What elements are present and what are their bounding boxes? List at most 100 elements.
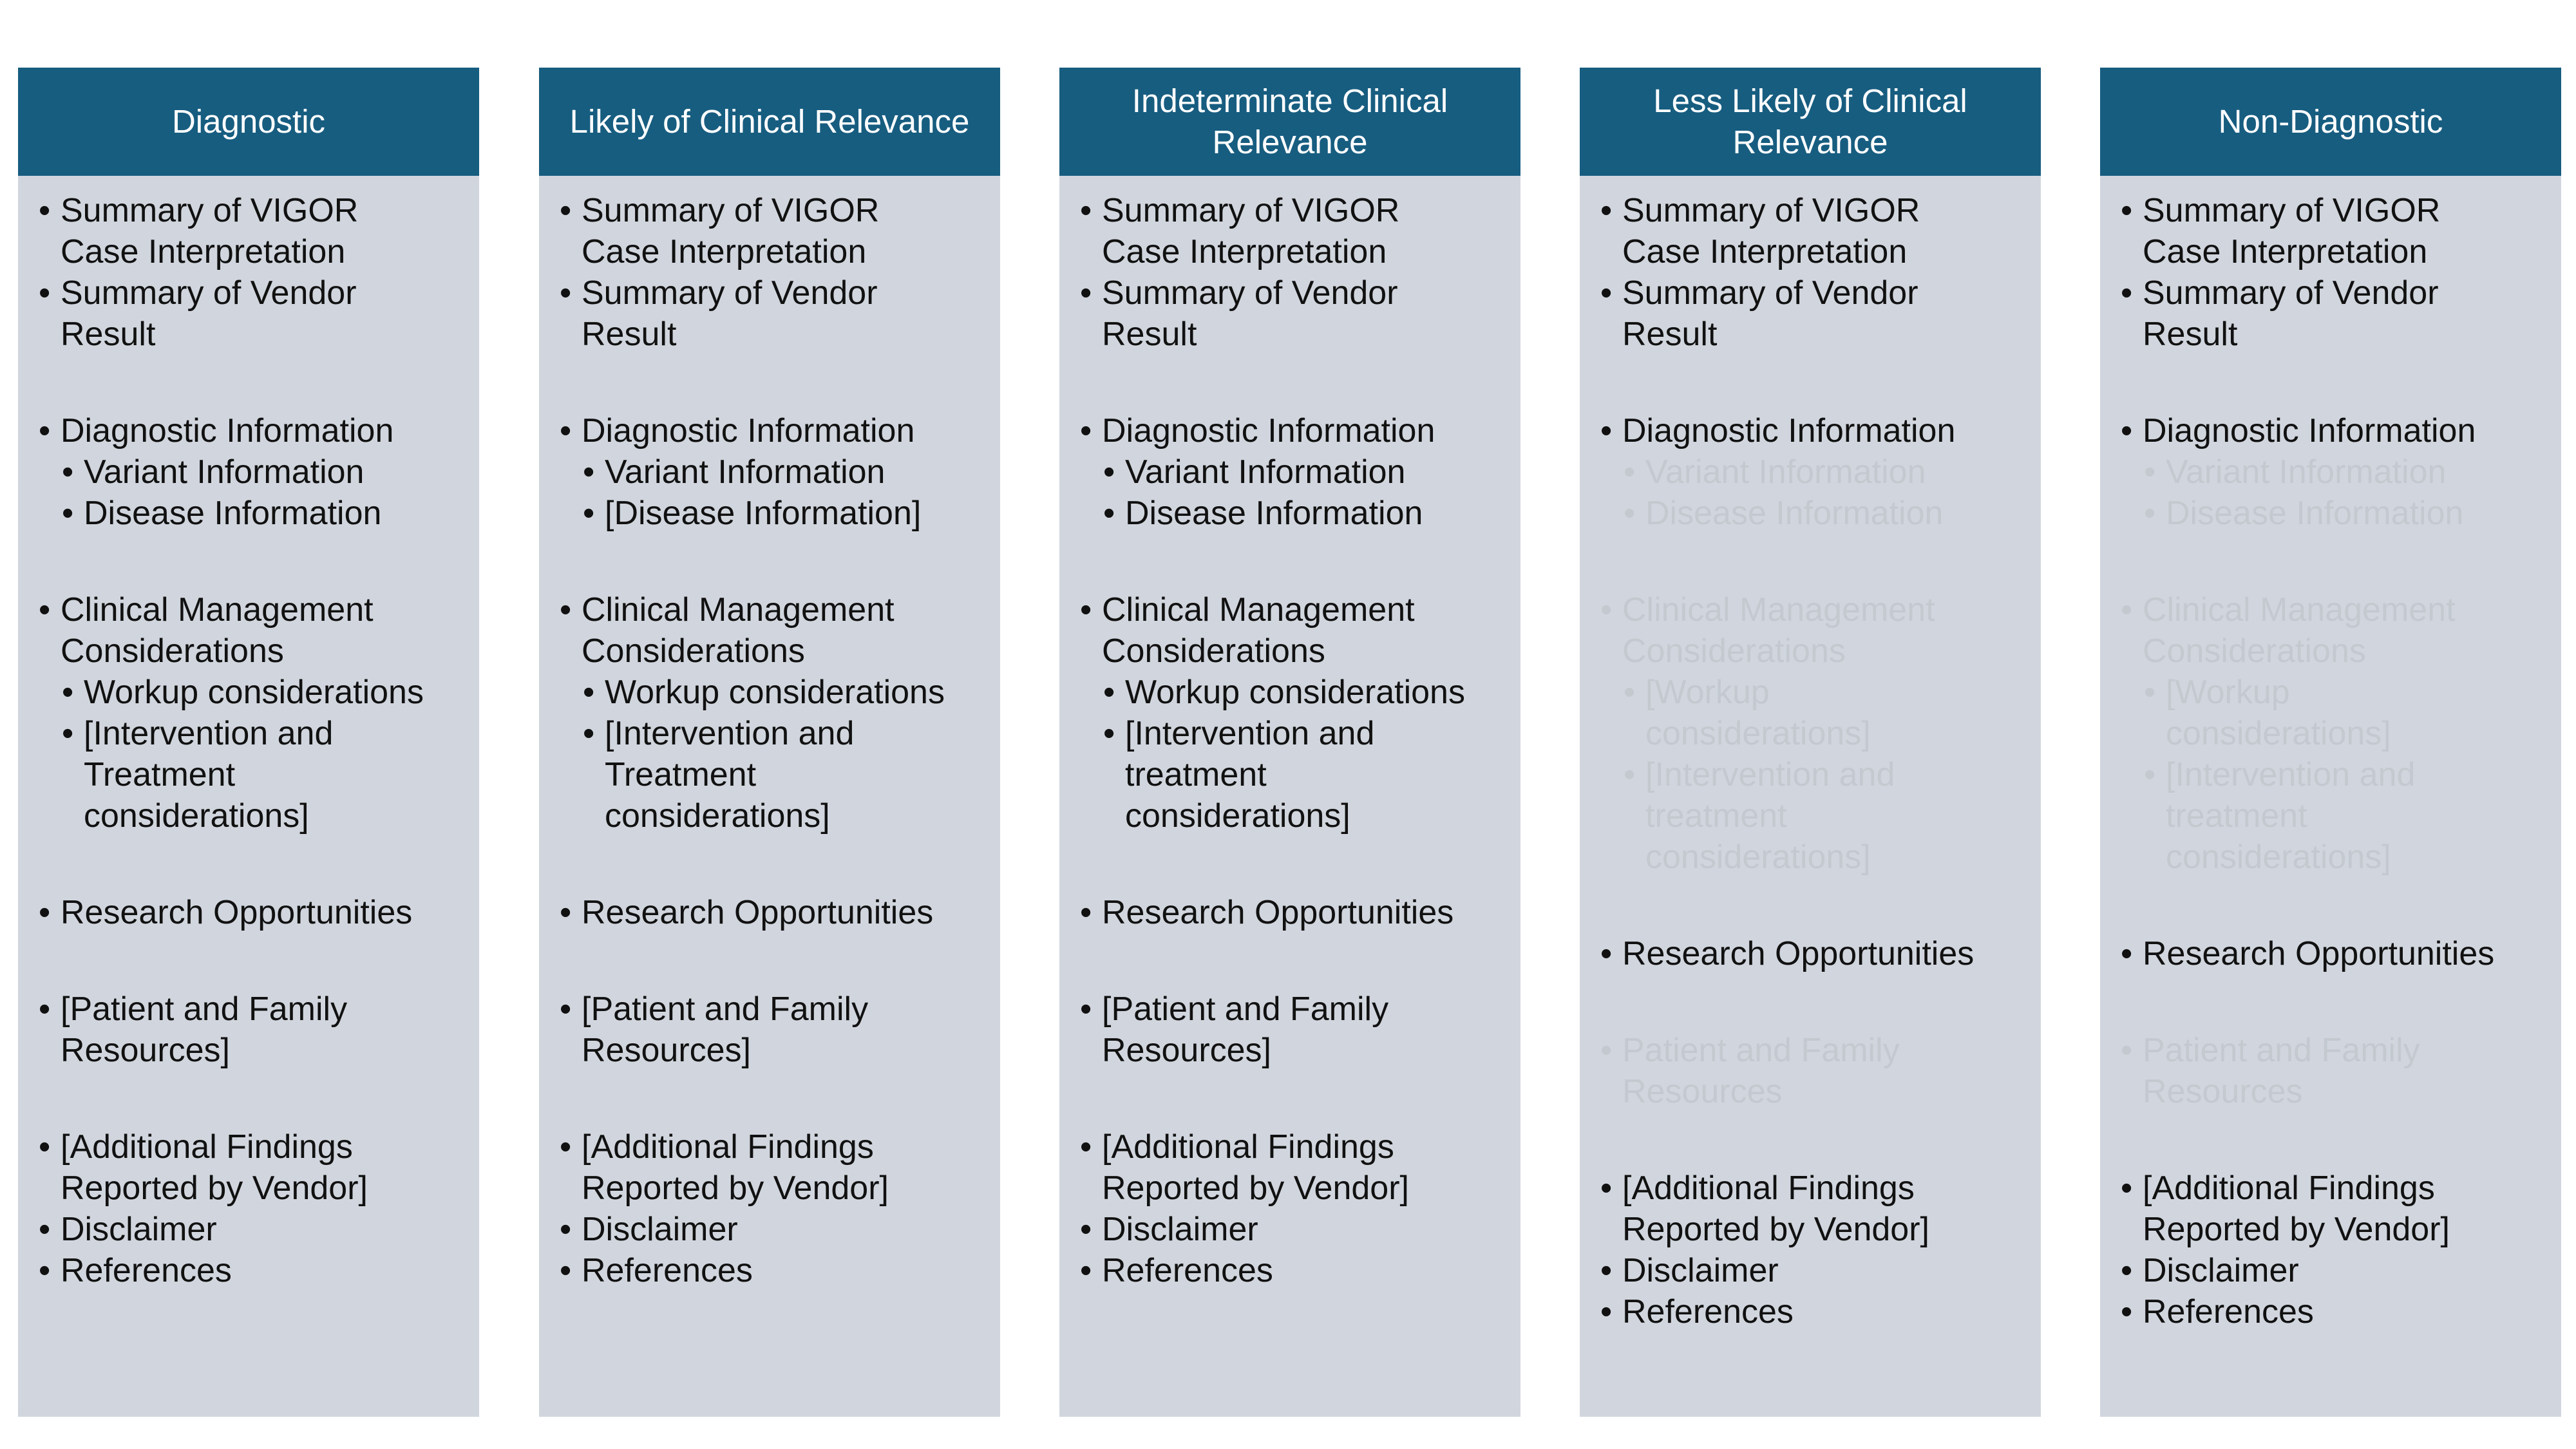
list-item-text: [Additional Findings Reported by Vendor] [1102,1128,1409,1207]
sub-list-item: •[Disease Information] [539,493,951,534]
list-item: •Disclaimer [18,1209,430,1250]
list-item-text: Diagnostic Information [582,412,915,450]
list-item-text: Variant Information [1125,453,1406,491]
sub-list-item: •Variant Information [18,451,430,493]
column-header: Likely of Clinical Relevance [539,68,1000,176]
sub-list-item: •[Intervention and treatment considerati… [1580,754,1992,878]
list-item-text: Clinical Management Considerations [582,591,895,670]
bullet-icon: • [560,192,572,229]
bullet-icon: • [560,1211,572,1248]
list-item: • Patient and Family Resources [2100,1030,2512,1112]
bullet-icon: • [2121,935,2133,972]
bullet-icon: • [1103,715,1115,752]
list-item-text: Summary of Vendor Result [582,274,878,353]
list-item: •Summary of VIGOR Case Interpretation [18,190,430,272]
list-item-text: Variant Information [84,453,365,491]
column-item-list: •Summary of VIGOR Case Interpretation•Su… [1059,190,1520,1291]
bullet-icon: • [2121,192,2133,229]
list-item: •Disclaimer [2100,1250,2512,1291]
bullet-icon: • [1103,674,1115,711]
list-item-text: Research Opportunities [2143,935,2495,972]
bullet-icon: • [39,192,51,229]
list-item: • Diagnostic Information [2100,410,2512,451]
list-item-text: Research Opportunities [61,894,413,931]
list-item: •Summary of Vendor Result [1580,272,1992,355]
list-item: •References [2100,1291,2512,1332]
bullet-icon: • [1600,412,1613,450]
sub-list-item: •Disease Information [1059,493,1472,534]
list-item: •References [18,1250,430,1291]
list-item-text: Workup considerations [605,674,945,711]
bullet-icon: • [2121,1032,2133,1069]
list-item: •Summary of Vendor Result [18,272,430,355]
bullet-icon: • [560,1128,572,1166]
sub-list-item: •[Workup considerations] [1580,672,1992,754]
list-item-text: Clinical Management Considerations [2143,591,2456,670]
list-item-text: Patient and Family Resources [2143,1032,2420,1110]
bullet-icon: • [560,1252,572,1289]
bullet-icon: • [1624,756,1636,793]
bullet-icon: • [2121,1252,2133,1289]
list-item: •Clinical Management Considerations [18,589,430,672]
bullet-icon: • [560,990,572,1028]
bullet-icon: • [1103,453,1115,491]
list-item-text: [Workup considerations] [1645,674,1871,752]
bullet-icon: • [583,495,595,532]
bullet-icon: • [560,591,572,629]
list-item-text: [Additional Findings Reported by Vendor] [2143,1170,2450,1248]
sub-list-item: •Disease Information [1580,493,1992,534]
list-item: •Diagnostic Information [539,410,951,451]
bullet-icon: • [2121,591,2133,629]
sub-list-item: • [Intervention and Treatment considerati… [539,713,951,837]
bullet-icon: • [1103,495,1115,532]
list-item-text: Patient and Family Resources [1622,1032,1900,1110]
list-item: •Research Opportunities [1580,933,1992,974]
bullet-icon: • [39,990,51,1028]
bullet-icon: • [1600,935,1613,972]
bullet-icon: • [583,674,595,711]
bullet-icon: • [1600,1252,1613,1289]
list-item: • Summary of VIGOR Case Interpretation [539,190,951,272]
list-item-text: Research Opportunities [1102,894,1454,931]
bullet-icon: • [1080,894,1092,931]
bullet-icon: • [560,274,572,312]
bullet-icon: • [583,715,595,752]
list-item: •Diagnostic Information [1059,410,1472,451]
column-1: Likely of Clinical Relevance • Summary of … [539,68,1000,1417]
list-item-text: Summary of Vendor Result [1622,274,1918,353]
bullet-icon: • [39,1128,51,1166]
bullet-icon: • [2121,1293,2133,1331]
bullet-icon: • [1600,192,1613,229]
list-item-text: Variant Information [605,453,886,491]
list-item-text: Summary of VIGOR Case Interpretation [582,192,880,270]
list-item-text: Variant Information [1645,453,1926,491]
sub-list-item: •Workup considerations [1059,672,1472,713]
list-item: •Disclaimer [539,1209,951,1250]
list-item: •Disclaimer [1059,1209,1472,1250]
bullet-icon: • [2121,412,2133,450]
list-item-text: Diagnostic Information [61,412,394,450]
column-item-list: •Summary of VIGOR Case Interpretation•Su… [1580,190,2041,1332]
bullet-icon: • [39,1252,51,1289]
list-item-text: Disclaimer [1622,1252,1779,1289]
bullet-icon: • [1600,274,1613,312]
bullet-icon: • [39,591,51,629]
column-header: Non-Diagnostic [2100,68,2561,176]
bullet-icon: • [1600,1032,1613,1069]
list-item-text: [Intervention and treatment consideratio… [2166,756,2416,876]
list-item: •[Additional Findings Reported by Vendor… [539,1126,951,1209]
list-item-text: Diagnostic Information [2143,412,2476,450]
list-item-text: Disease Information [1645,495,1944,532]
sub-list-item: •[Workup considerations] [2100,672,2512,754]
list-item: •[Additional Findings Reported by Vendor… [1059,1126,1472,1209]
list-item-text: References [1622,1293,1794,1331]
bullet-icon: • [39,412,51,450]
list-item-text: References [582,1252,753,1289]
sub-list-item: •Disease Information [2100,493,2512,534]
list-item-text: Clinical Management Considerations [1102,591,1415,670]
list-item: •[Additional Findings Reported by Vendor… [1580,1168,1992,1250]
bullet-icon: • [39,1211,51,1248]
list-item-text: [Intervention and Treatment consideratio… [605,715,855,835]
list-item-text: Summary of Vendor Result [61,274,357,353]
list-item-text: Disclaimer [1102,1211,1258,1248]
